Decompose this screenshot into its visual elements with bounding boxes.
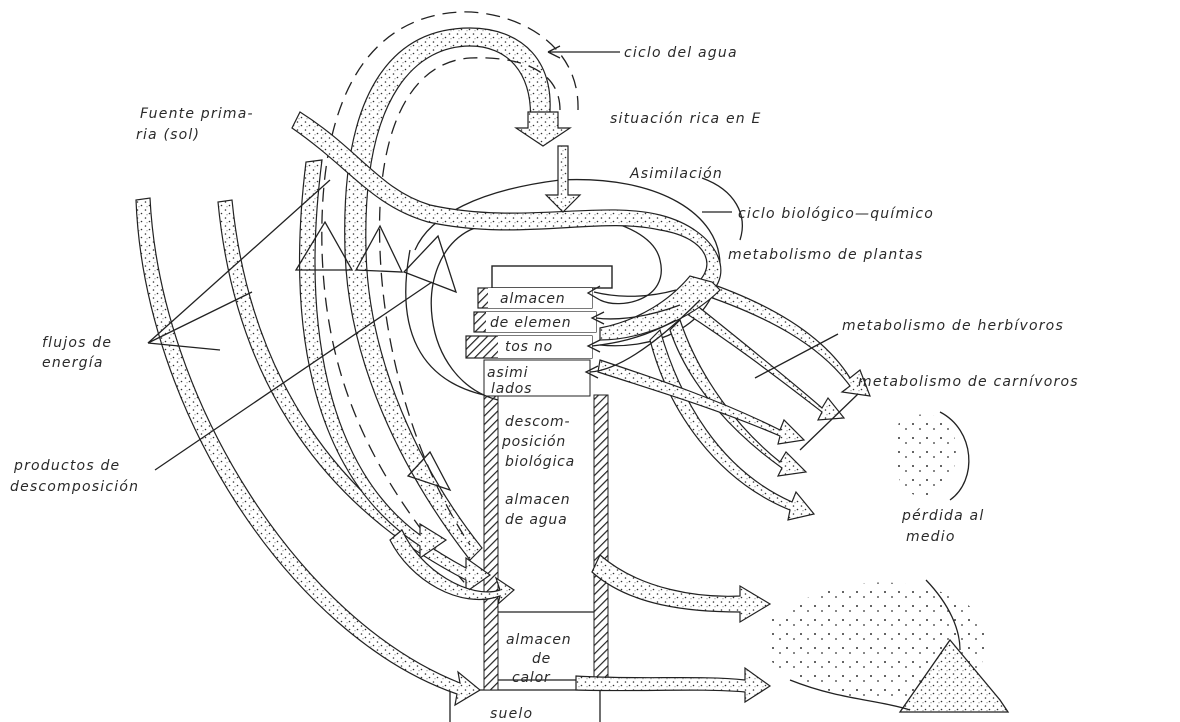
energy-flux-label-line1: flujos de <box>42 335 112 351</box>
water-store-line1: almacen <box>505 492 570 508</box>
assimilation-label: Asimilación <box>629 166 723 182</box>
primary-source-label-line2: ria (sol) <box>136 127 200 143</box>
soil-label: suelo <box>490 706 533 722</box>
energy-rich-label: situación rica en E <box>610 111 762 127</box>
heat-store-line1: almacen <box>506 632 571 648</box>
heat-store-line2: de <box>532 651 551 667</box>
decomposition-line3: biológica <box>505 454 575 470</box>
element-store-line2: de elemen <box>490 315 571 331</box>
bio-chem-cycle-label: ciclo biológico—químico <box>738 206 934 222</box>
element-store-line1: almacen <box>500 291 565 307</box>
element-store-line4: asimi <box>487 365 528 381</box>
plant-metabolism-label: metabolismo de plantas <box>728 247 923 263</box>
environment-loss-label-line1: pérdida al <box>901 508 984 524</box>
decomposition-products-label-line1: productos de <box>13 458 120 474</box>
water-cycle-label: ciclo del agua <box>624 45 738 61</box>
water-store-line2: de agua <box>505 512 567 528</box>
decomposition-products-label-line2: descomposición <box>10 479 139 495</box>
environment-loss-region <box>770 412 1008 712</box>
element-store-line3: tos no <box>505 339 553 355</box>
decomposition-line2: posición <box>501 434 566 450</box>
herbivore-metabolism-label: metabolismo de herbívoros <box>842 318 1064 334</box>
heat-store-line3: calor <box>512 670 551 686</box>
primary-source-label-line1: Fuente prima- <box>140 106 254 122</box>
metabolism-outflow-arrows <box>598 276 870 520</box>
environment-loss-label-line2: medio <box>906 529 956 545</box>
carnivore-metabolism-label: metabolismo de carnívoros <box>858 374 1079 390</box>
decomposition-line1: descom- <box>505 414 570 430</box>
energy-flux-label-line2: energía <box>42 355 104 371</box>
energy-flux-bands <box>136 160 514 705</box>
element-store-line5: lados <box>491 381 532 397</box>
